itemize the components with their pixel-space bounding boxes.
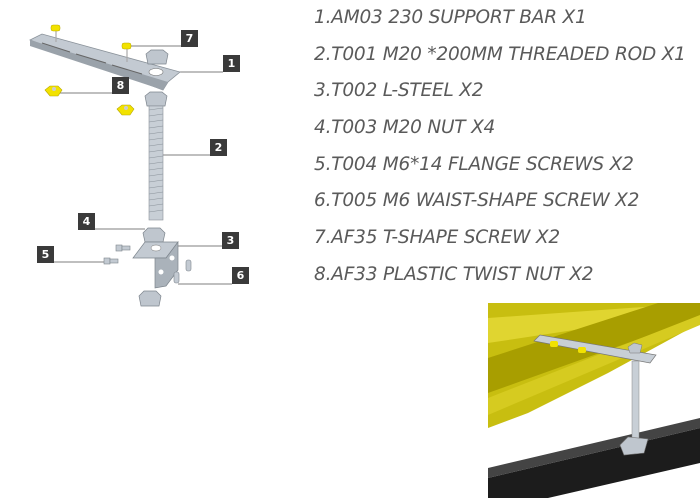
part-item: 2.T001 M20 *200MM THREADED ROD X1	[314, 43, 686, 65]
callout-7: 7	[181, 30, 198, 47]
installed-assembly-photo	[488, 303, 700, 498]
callout-1: 1	[223, 55, 240, 72]
leader-lines	[45, 45, 232, 285]
callout-6: 6	[232, 267, 249, 284]
part-item: 7.AF35 T-SHAPE SCREW X2	[314, 227, 560, 249]
callout-8: 8	[112, 77, 129, 94]
part-item: 8.AF33 PLASTIC TWIST NUT X2	[314, 263, 594, 285]
part-item: 4.T003 M20 NUT X4	[314, 117, 496, 139]
part-item: 5.T004 M6*14 FLANGE SCREWS X2	[314, 153, 634, 175]
support-bar	[29, 33, 181, 91]
m20-nuts	[138, 49, 169, 307]
plastic-twist-nut	[44, 85, 135, 116]
part-item: 3.T002 L-STEEL X2	[314, 80, 484, 102]
exploded-assembly-diagram	[29, 24, 232, 307]
threaded-rod	[148, 105, 164, 221]
callout-2: 2	[210, 139, 227, 156]
waist-shape-screws	[173, 259, 192, 284]
t-shape-screw	[50, 24, 132, 62]
callout-5: 5	[37, 246, 54, 263]
part-item: 1.AM03 230 SUPPORT BAR X1	[314, 7, 587, 28]
part-item: 6.T005 M6 WAIST-SHAPE SCREW X2	[314, 190, 640, 212]
l-steel	[132, 240, 179, 289]
parts-list: 1.AM03 230 SUPPORT BAR X1 2.T001 M20 *20…	[314, 4, 686, 298]
callout-4: 4	[78, 213, 95, 230]
flange-screws	[103, 244, 131, 265]
callout-3: 3	[222, 232, 239, 249]
